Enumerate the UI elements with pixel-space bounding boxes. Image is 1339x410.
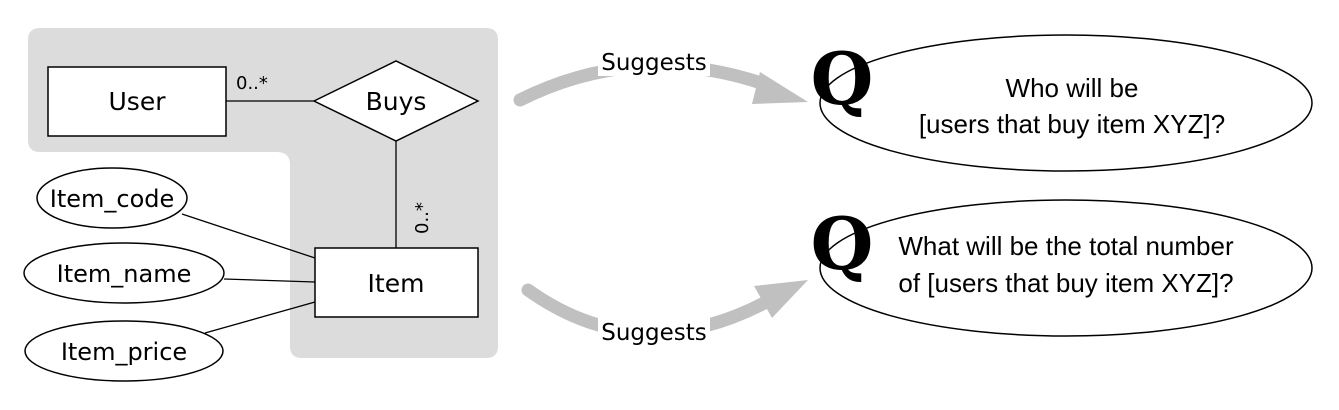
item-multiplicity: 0..*: [412, 202, 433, 234]
question-1: Q Who will be [users that buy item XYZ]?: [811, 34, 1313, 172]
buys-label: Buys: [366, 87, 427, 116]
question-1-marker: Q: [811, 36, 874, 121]
attribute-item-price: Item_price: [24, 320, 224, 382]
suggests-arrow-bottom: Suggests: [521, 280, 808, 346]
attribute-item-name: Item_name: [23, 242, 225, 304]
item-label: Item: [368, 269, 425, 298]
item-entity: Item: [314, 247, 479, 318]
user-multiplicity: 0..*: [236, 73, 268, 94]
attr-connector-name: [223, 278, 316, 283]
attribute-item-code-label: Item_code: [50, 185, 175, 213]
attr-connector-price: [204, 301, 316, 334]
user-entity: User: [47, 66, 227, 137]
attribute-item-price-label: Item_price: [61, 338, 187, 366]
question-2-marker: Q: [811, 201, 874, 286]
attribute-item-name-label: Item_name: [57, 260, 192, 288]
suggests-label-bottom: Suggests: [601, 320, 707, 346]
user-label: User: [109, 87, 167, 116]
question-1-line1: Who will be: [1006, 73, 1139, 103]
question-2-line2: of [users that buy item XYZ]?: [898, 268, 1233, 298]
question-2-line1: What will be the total number: [898, 231, 1234, 261]
suggests-label-top: Suggests: [601, 50, 707, 76]
question-2: Q What will be the total number of [user…: [811, 199, 1313, 337]
attr-connector-code: [181, 213, 316, 259]
attribute-item-code: Item_code: [36, 167, 188, 229]
suggests-arrow-top: Suggests: [513, 46, 808, 107]
question-1-line2: [users that buy item XYZ]?: [919, 109, 1225, 139]
buys-relationship: Buys: [312, 60, 480, 142]
